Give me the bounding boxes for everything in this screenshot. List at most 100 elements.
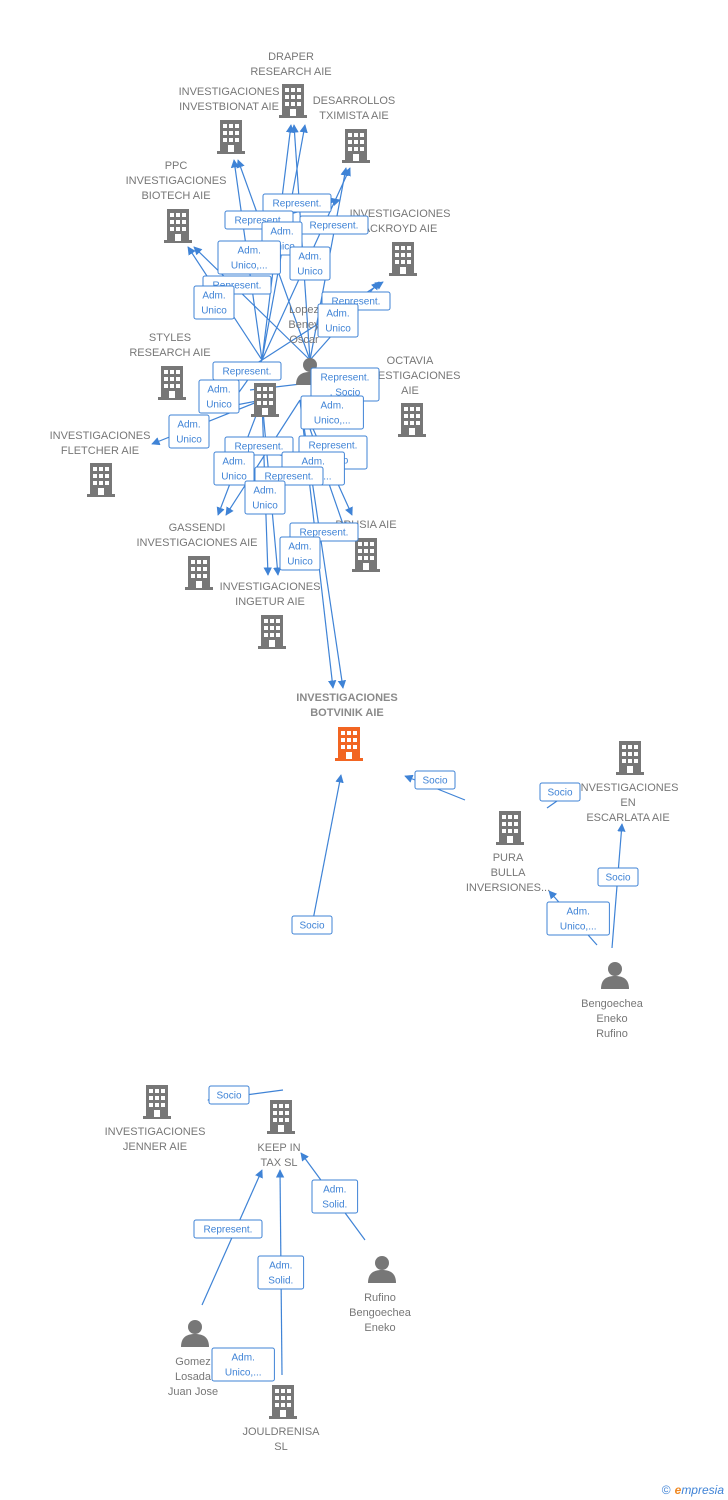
node-pura[interactable]: PURABULLAINVERSIONES...: [466, 811, 550, 894]
building-icon-styles: [158, 366, 186, 400]
node-label-pura: PURA: [493, 852, 524, 864]
node-label-ingetur: INGETUR AIE: [235, 596, 305, 608]
edge-label-text: Adm.: [321, 401, 344, 412]
building-icon-drusia: [352, 538, 380, 572]
node-keepin[interactable]: KEEP IN TAX SL: [257, 1100, 301, 1169]
building-icon-escarlata: [616, 741, 644, 775]
node-label-bengoechea: Rufino: [596, 1028, 628, 1040]
node-label-octavia: INVESTIGACIONES: [360, 370, 461, 382]
edge-label-text: Represent.: [273, 199, 322, 210]
node-label-rufino: Rufino: [364, 1292, 396, 1304]
node-label-keepin: TAX SL: [260, 1157, 297, 1169]
edge-label-l10: Adm.Unico: [317, 303, 359, 338]
edge-label-l29: Socio: [208, 1085, 250, 1105]
building-icon-jenner: [143, 1085, 171, 1119]
edge-label-text: Adm.: [298, 252, 321, 263]
node-label-jouldrenisa: JOULDRENISA: [242, 1426, 320, 1438]
edge-label-text: Socio: [216, 1091, 241, 1102]
edge-label-text: Unico: [176, 435, 202, 446]
edge-label-text: Unico,...: [225, 1368, 262, 1379]
node-label-ackroyd: INVESTIGACIONES: [350, 208, 451, 220]
node-label-lopez: Lopez: [289, 304, 319, 316]
edge-label-text: Socio: [547, 788, 572, 799]
node-label-jenner: INVESTIGACIONES: [105, 1126, 206, 1138]
node-label-investbionat: INVESTBIONAT AIE: [179, 101, 279, 113]
edge-label-text: Represent.: [213, 281, 262, 292]
node-botvinik[interactable]: INVESTIGACIONES BOTVINIK AIE: [296, 692, 398, 761]
edge-label-text: Solid.: [322, 1200, 347, 1211]
building-icon-ackroyd: [389, 242, 417, 276]
building-icon-fletcher: [87, 463, 115, 497]
node-label-bengoechea: Bengoechea: [581, 998, 644, 1010]
edge-label-text: Unico: [287, 557, 313, 568]
edge-label-l27: Adm.Unico,...: [546, 901, 610, 936]
node-label-gomez: Losada: [175, 1371, 212, 1383]
edge-label-l18: Adm.Unico: [213, 451, 255, 486]
edge-label-text: Represent.: [235, 216, 284, 227]
building-icon-octavia: [398, 403, 426, 437]
person-icon-gomez: [181, 1320, 209, 1347]
edge-label-l24: Socio: [291, 915, 333, 935]
edge-label-l3: Represent.: [299, 215, 369, 235]
edge-label-l33: Adm. Unico,...: [211, 1347, 275, 1382]
node-label-rufino: Bengoechea: [349, 1307, 412, 1319]
edge-label-l21: Adm.Unico: [244, 480, 286, 515]
edge-label-text: Socio: [299, 921, 324, 932]
edge-label-text: Adm.: [232, 1353, 255, 1364]
edge-label-text: Adm.: [238, 246, 261, 257]
person-icon-rufino: [368, 1256, 396, 1283]
edge-label-text: Represent.: [309, 441, 358, 452]
edge-label-l11: Represent.: [212, 361, 282, 381]
edge-label-text: Represent.: [204, 1225, 253, 1236]
building-icon-keepin: [267, 1100, 295, 1134]
edge-label-text: Represent.: [265, 472, 314, 483]
edge-label-l23: Adm. Unico: [279, 536, 321, 571]
edge-label-text: Adm.: [177, 420, 200, 431]
edge-label-text: Unico,...: [231, 261, 268, 272]
node-label-investbionat: INVESTIGACIONES: [179, 86, 280, 98]
node-label-draper: RESEARCH AIE: [250, 66, 331, 78]
edge-label-l28: Socio: [597, 867, 639, 887]
edge-label-text: Represent.: [300, 528, 349, 539]
node-label-gomez: Gomez: [175, 1356, 210, 1368]
node-hubs[interactable]: [251, 383, 279, 417]
building-icon-jouldrenisa: [269, 1385, 297, 1419]
edge-label-text: Unico: [221, 472, 247, 483]
node-investbionat[interactable]: INVESTIGACIONES INVESTBIONAT AIE: [179, 86, 280, 154]
edge-label-l30: Adm.Solid.: [311, 1179, 359, 1214]
node-label-gassendi: GASSENDI: [169, 522, 226, 534]
edge-label-text: Socio: [605, 873, 630, 884]
edge-label-text: Adm.: [288, 542, 311, 553]
edge-19: [225, 399, 301, 516]
node-label-botvinik: BOTVINIK AIE: [310, 707, 384, 719]
node-label-escarlata: ESCARLATA AIE: [586, 812, 669, 824]
node-label-rufino: Eneko: [364, 1322, 395, 1334]
edge-label-text: Unico: [269, 242, 295, 253]
node-label-botvinik: INVESTIGACIONES: [296, 692, 397, 704]
node-label-keepin: KEEP IN: [257, 1142, 300, 1154]
node-label-escarlata: EN: [620, 797, 635, 809]
edge-label-l8: Adm.Unico: [193, 285, 235, 320]
edge-label-text: Unico: [252, 501, 278, 512]
edge-label-l15: Adm. Unico: [168, 414, 210, 449]
building-icon-draper: [279, 84, 307, 118]
edge-label-l14: Adm.Unico,...: [300, 395, 364, 430]
edge-12: [193, 246, 311, 361]
